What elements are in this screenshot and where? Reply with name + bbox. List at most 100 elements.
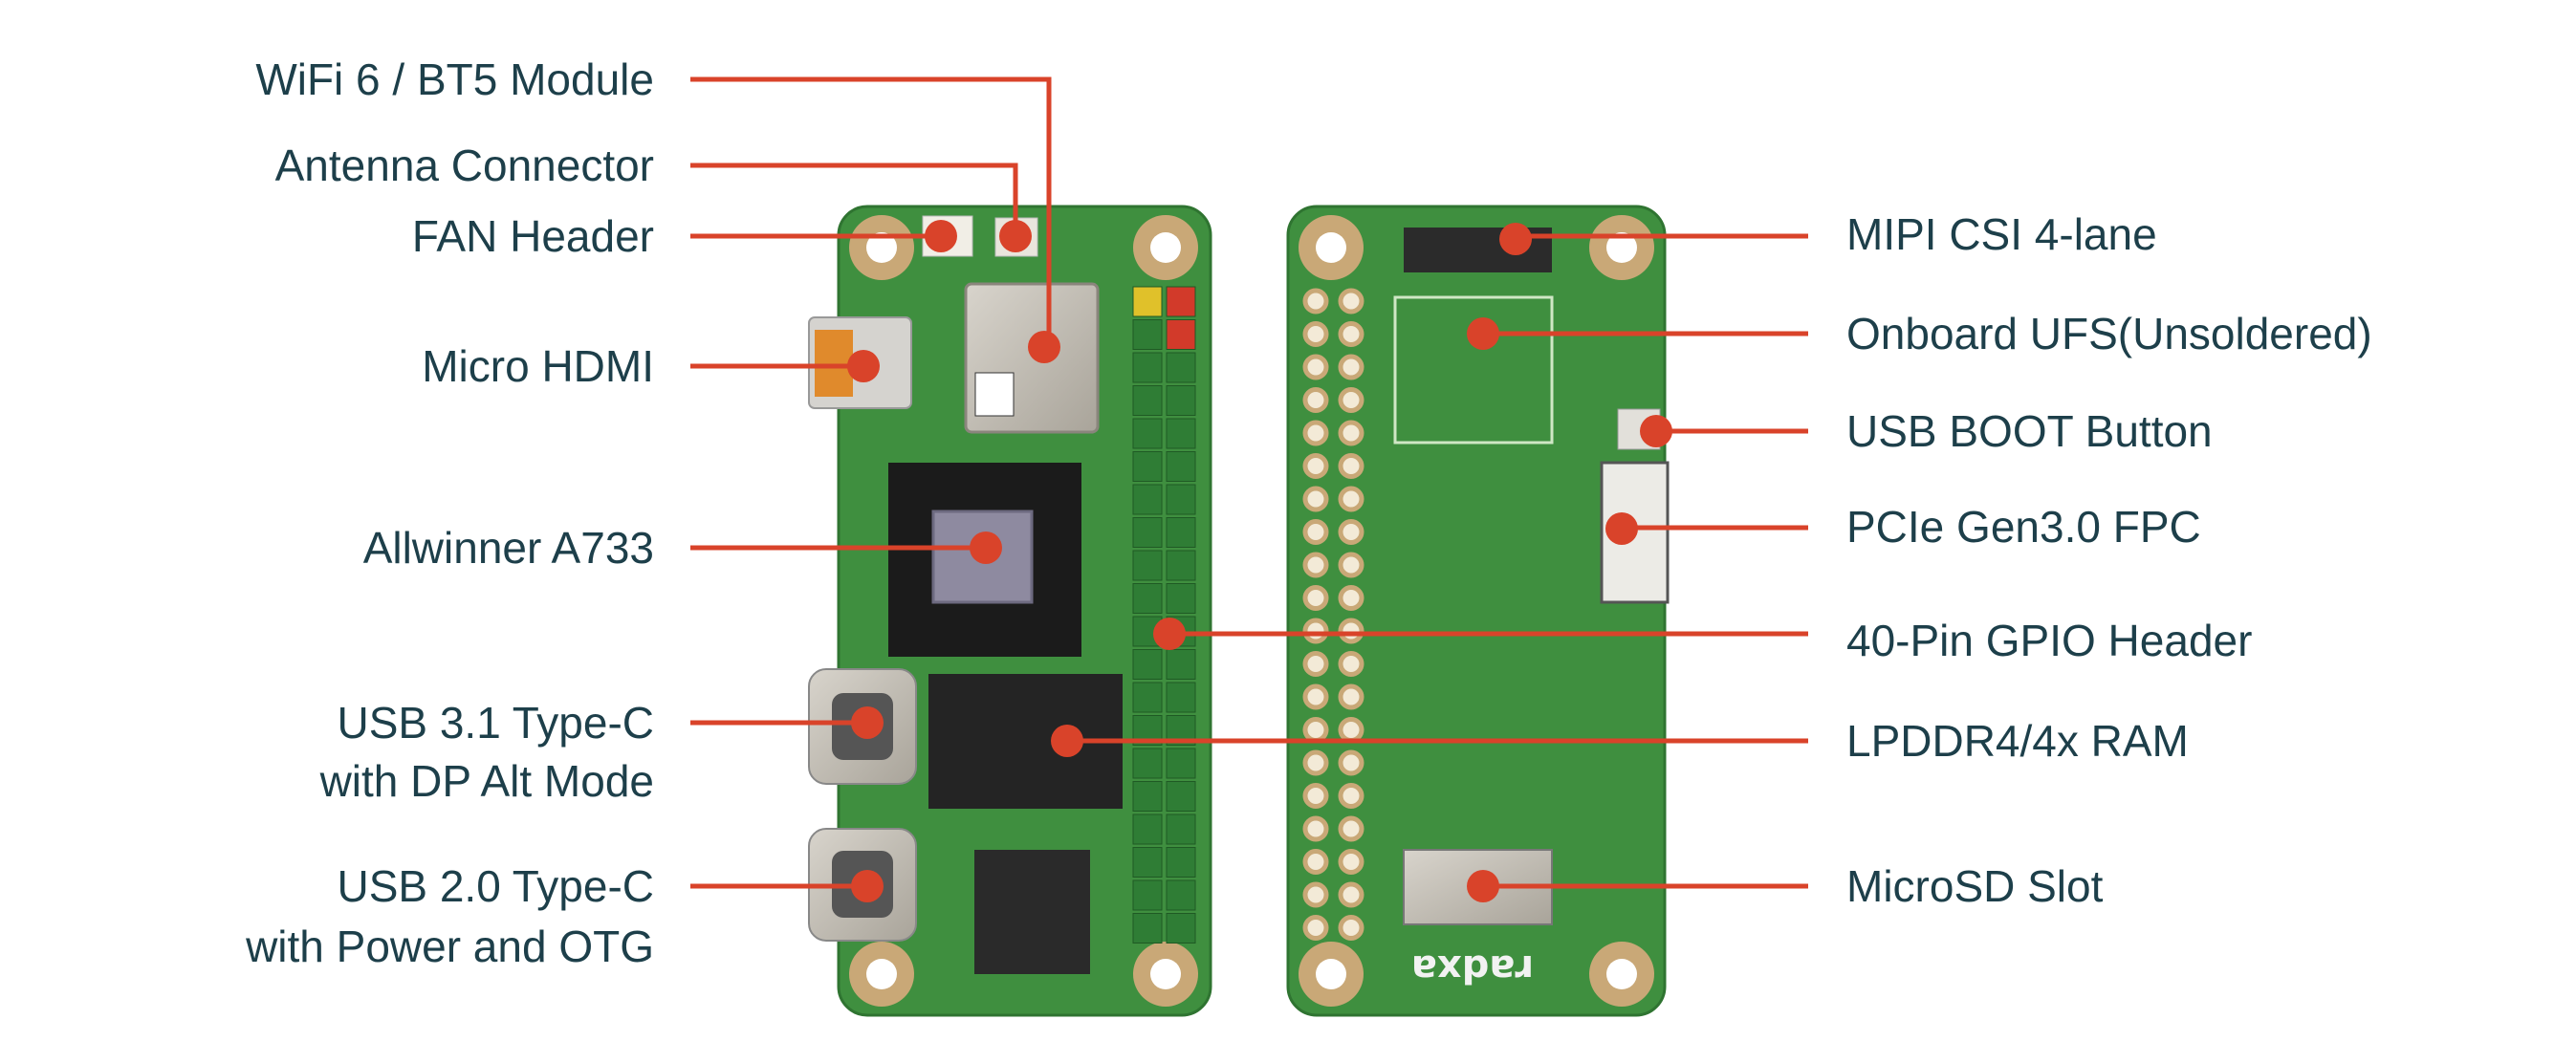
label-microsd: MicroSD Slot [1846, 861, 2104, 911]
gpio-hole [1338, 453, 1364, 479]
gpio-hole [1338, 486, 1364, 512]
header-pin [1166, 286, 1196, 317]
gpio-hole [1338, 881, 1364, 908]
header-pin [1132, 814, 1163, 845]
header-pin [1166, 879, 1196, 911]
gpio-hole [1338, 585, 1364, 611]
callout-hdmi: Micro HDMI [422, 341, 880, 391]
header-pin [1166, 814, 1196, 845]
header-pin [1166, 847, 1196, 878]
gpio-hole [1338, 915, 1364, 941]
gpio-hole [1338, 288, 1364, 315]
gpio-hole [1302, 783, 1329, 809]
gpio-hole [1302, 354, 1329, 380]
header-pin [1132, 847, 1163, 878]
header-pin [1132, 583, 1163, 614]
callout-gpio: 40-Pin GPIO Header [1153, 616, 2252, 665]
gpio-hole [1302, 651, 1329, 677]
label-boot: USB BOOT Button [1846, 406, 2213, 456]
gpio-hole [1302, 683, 1329, 710]
callout-microsd: MicroSD Slot [1467, 861, 2104, 911]
callout-ufs: Onboard UFS(Unsoldered) [1467, 309, 2372, 358]
callout-fan: FAN Header [412, 211, 957, 261]
mounting-holes [849, 215, 1198, 1007]
header-pin [1166, 748, 1196, 779]
header-pin [1132, 385, 1163, 416]
header-pin [1166, 550, 1196, 581]
header-pin [1166, 517, 1196, 548]
header-pin [1132, 286, 1163, 317]
label-mipi: MIPI CSI 4-lane [1846, 209, 2157, 259]
gpio-hole [1302, 387, 1329, 413]
pmic-chip [974, 850, 1090, 974]
header-pin [1166, 352, 1196, 383]
label-fan: FAN Header [412, 211, 654, 261]
header-pin [1132, 682, 1163, 713]
gpio-hole [1338, 815, 1364, 842]
header-pin [1166, 484, 1196, 515]
callout-usb31: USB 3.1 Type-C with DP Alt Mode [319, 698, 884, 806]
header-pin [1166, 781, 1196, 812]
gpio-hole [1338, 387, 1364, 413]
callout-pcie: PCIe Gen3.0 FPC [1605, 502, 2201, 552]
header-pin [1132, 649, 1163, 680]
label-soc: Allwinner A733 [363, 523, 654, 573]
gpio-hole [1302, 420, 1329, 446]
header-pin [1132, 418, 1163, 449]
gpio-hole [1302, 552, 1329, 578]
header-pin [1166, 451, 1196, 482]
header-pin [1132, 879, 1163, 911]
header-pin [1166, 682, 1196, 713]
callout-mipi: MIPI CSI 4-lane [1499, 209, 2157, 259]
callout-soc: Allwinner A733 [363, 523, 1002, 573]
header-pin [1132, 781, 1163, 812]
gpio-hole [1302, 915, 1329, 941]
header-pin [1132, 352, 1163, 383]
label-gpio: 40-Pin GPIO Header [1846, 616, 2252, 665]
gpio-hole [1338, 552, 1364, 578]
gpio-hole [1302, 881, 1329, 908]
gpio-hole [1338, 618, 1364, 644]
gpio-hole [1338, 321, 1364, 347]
gpio-header-front [1132, 286, 1196, 944]
label-ufs: Onboard UFS(Unsoldered) [1846, 309, 2372, 358]
header-pin [1166, 319, 1196, 350]
gpio-hole [1302, 849, 1329, 875]
gpio-hole [1338, 420, 1364, 446]
gpio-hole [1302, 453, 1329, 479]
gpio-hole [1302, 321, 1329, 347]
board-logo: radxa [1411, 946, 1534, 990]
gpio-hole [1338, 717, 1364, 743]
callout-usb20: USB 2.0 Type-C with Power and OTG [245, 861, 884, 971]
label-antenna: Antenna Connector [275, 141, 654, 190]
gpio-hole [1338, 519, 1364, 545]
header-pin [1132, 748, 1163, 779]
gpio-hole [1338, 749, 1364, 776]
gpio-hole [1302, 618, 1329, 644]
gpio-hole [1338, 651, 1364, 677]
gpio-hole [1302, 585, 1329, 611]
gpio-hole [1302, 815, 1329, 842]
label-wifi: WiFi 6 / BT5 Module [255, 54, 654, 104]
gpio-hole [1338, 783, 1364, 809]
header-pin [1166, 418, 1196, 449]
header-pin [1132, 913, 1163, 944]
header-pin [1132, 517, 1163, 548]
header-pin [1166, 913, 1196, 944]
gpio-hole [1338, 849, 1364, 875]
callout-wifi: WiFi 6 / BT5 Module [255, 54, 1060, 363]
callout-antenna: Antenna Connector [275, 141, 1032, 252]
label-usb20-line2: with Power and OTG [245, 922, 654, 971]
board-front [808, 205, 1212, 1017]
header-pin [1132, 484, 1163, 515]
label-usb31-line1: USB 3.1 Type-C [337, 698, 654, 748]
gpio-hole [1302, 519, 1329, 545]
label-usb31-line2: with DP Alt Mode [319, 756, 654, 806]
ufs-footprint [1393, 295, 1554, 445]
label-pcie: PCIe Gen3.0 FPC [1846, 502, 2201, 552]
gpio-hole [1302, 288, 1329, 315]
label-hdmi: Micro HDMI [422, 341, 654, 391]
header-pin [1166, 649, 1196, 680]
header-pin [1132, 451, 1163, 482]
